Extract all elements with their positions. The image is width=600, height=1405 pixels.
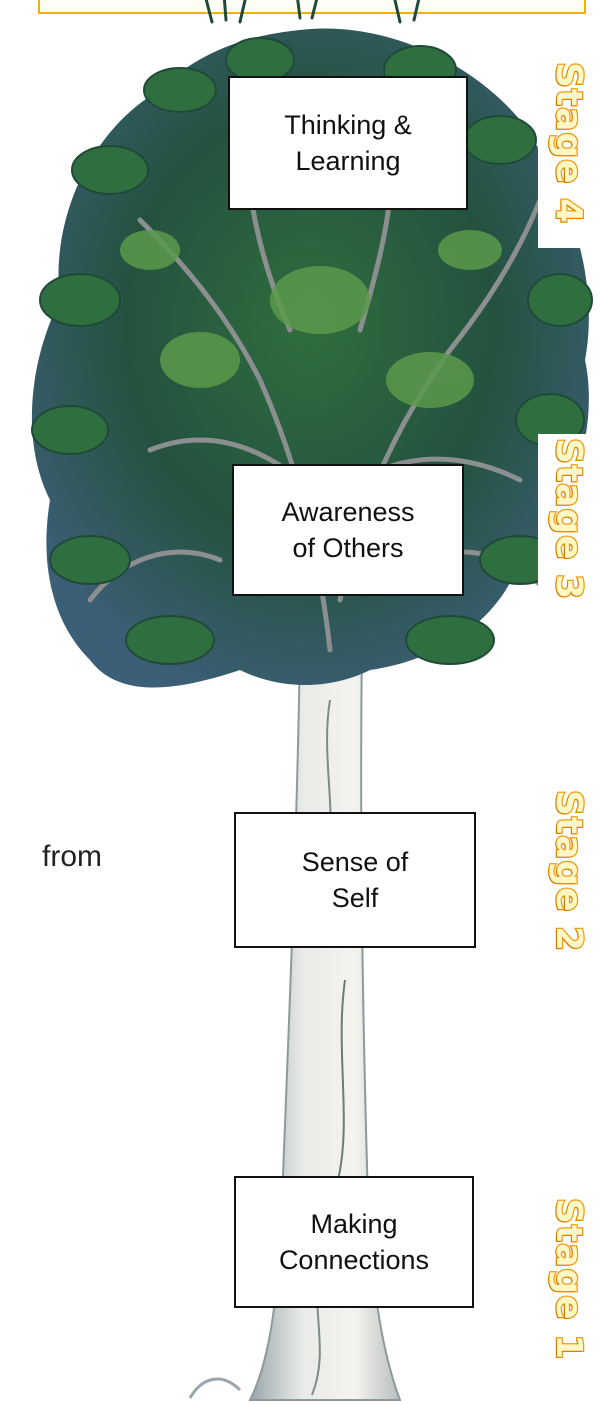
- label-awareness-others: Awareness of Others: [232, 464, 464, 596]
- stage-4-backdrop: [538, 58, 600, 248]
- stage-1-label: Stage 1: [547, 1197, 591, 1362]
- label-making-connections: Making Connections: [234, 1176, 474, 1308]
- stage-4-label: Stage 4: [547, 61, 591, 226]
- stage-3-backdrop: [538, 434, 600, 622]
- side-text-from: from: [42, 840, 102, 873]
- stage-2-label: Stage 2: [547, 789, 591, 954]
- label-sense-self: Sense of Self: [234, 812, 476, 948]
- label-thinking-learning: Thinking & Learning: [228, 76, 468, 210]
- stage-3-label: Stage 3: [547, 437, 591, 602]
